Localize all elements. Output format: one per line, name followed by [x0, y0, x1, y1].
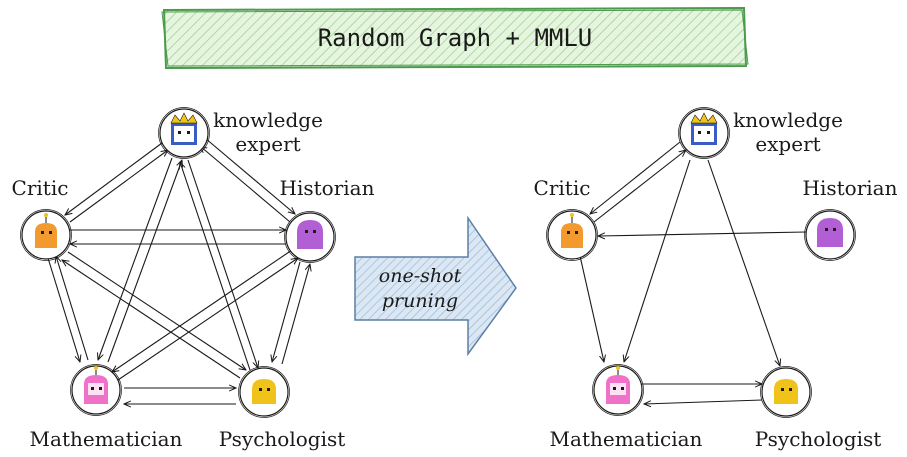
- crowned-character-icon: [690, 112, 718, 145]
- purple-blob-icon: [817, 218, 843, 247]
- edge: [62, 260, 241, 379]
- pink-princess-icon: [606, 366, 630, 404]
- left-node-mathematician: [70, 364, 122, 416]
- edge: [579, 255, 604, 362]
- left-node-critic: [20, 209, 72, 261]
- right-node-knowledge: [678, 107, 730, 159]
- right-label-psychologist: Psychologist: [755, 427, 882, 451]
- pruning-arrow: one-shot pruning: [354, 215, 517, 357]
- edge: [98, 157, 173, 360]
- edge: [204, 137, 295, 214]
- edge: [281, 264, 310, 365]
- left-node-historian: [284, 211, 336, 263]
- edge: [180, 162, 251, 371]
- left-label-mathematician: Mathematician: [30, 427, 183, 451]
- left-graph-edges: [47, 137, 310, 404]
- edge: [117, 258, 298, 381]
- left-label-psychologist: Psychologist: [219, 427, 346, 451]
- arrow-label-line1: one-shot: [379, 265, 462, 287]
- edge: [56, 256, 89, 361]
- edge: [200, 146, 291, 223]
- edge: [707, 159, 780, 366]
- title-box: Random Graph + MMLU: [161, 6, 749, 70]
- right-node-psychologist: [760, 366, 812, 418]
- orange-bot-icon: [561, 213, 583, 248]
- left-label-historian: Historian: [280, 176, 375, 200]
- edge: [65, 142, 163, 215]
- right-graph-edges: [579, 141, 807, 404]
- left-label-knowledge-line2: expert: [235, 132, 300, 156]
- title: Random Graph + MMLU: [318, 24, 593, 52]
- left-label-critic: Critic: [12, 176, 69, 200]
- edge: [69, 150, 168, 223]
- arrow-label-line2: pruning: [382, 290, 458, 312]
- right-label-knowledge-line1: knowledge: [733, 108, 843, 132]
- yellow-blob-icon: [252, 379, 276, 404]
- edge: [67, 251, 246, 370]
- edge: [107, 160, 182, 363]
- left-label-knowledge-line1: knowledge: [213, 108, 323, 132]
- right-node-historian: [804, 209, 856, 261]
- edge: [624, 159, 691, 362]
- right-label-mathematician: Mathematician: [550, 427, 703, 451]
- yellow-blob-icon: [774, 379, 798, 404]
- crowned-character-icon: [170, 112, 198, 145]
- edge: [112, 249, 293, 372]
- right-label-critic: Critic: [534, 176, 591, 200]
- edge: [187, 159, 258, 368]
- edge: [590, 141, 681, 214]
- left-node-knowledge: [158, 107, 210, 159]
- left-node-psychologist: [238, 366, 290, 418]
- edge: [47, 257, 80, 362]
- right-label-historian: Historian: [803, 176, 898, 200]
- right-label-knowledge-line2: expert: [755, 132, 820, 156]
- orange-bot-icon: [35, 213, 57, 248]
- edge: [272, 261, 301, 362]
- edge: [593, 150, 686, 223]
- pink-princess-icon: [84, 366, 108, 404]
- right-node-mathematician: [592, 364, 644, 416]
- right-node-critic: [546, 209, 598, 261]
- edge: [644, 399, 763, 404]
- edge: [598, 231, 807, 236]
- purple-blob-icon: [297, 220, 323, 249]
